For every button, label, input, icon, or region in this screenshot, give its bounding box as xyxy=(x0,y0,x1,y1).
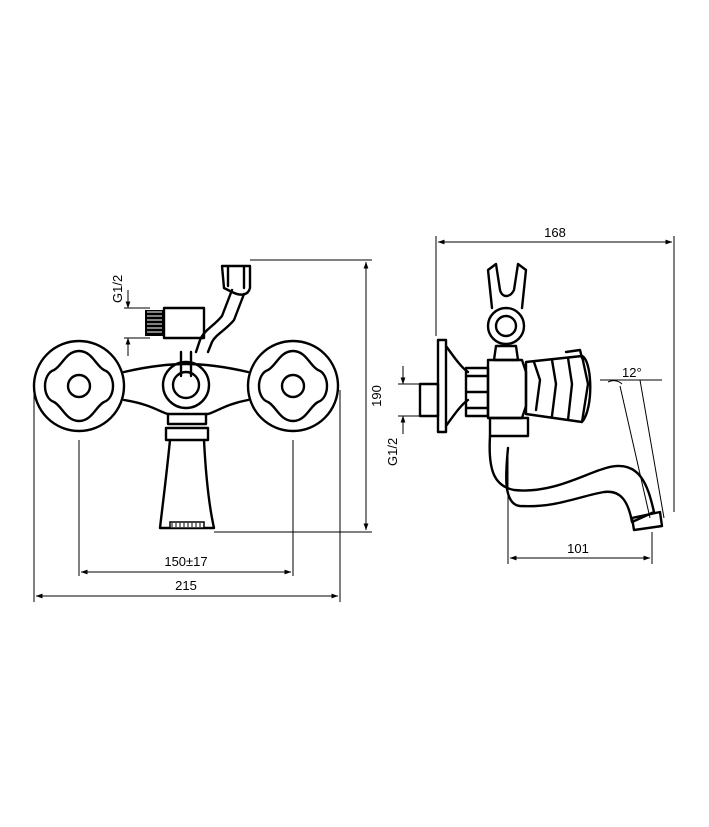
dim-side-thread: G1/2 xyxy=(385,366,420,466)
left-handle xyxy=(32,339,126,433)
front-spout xyxy=(158,412,216,530)
shower-holder xyxy=(486,262,528,362)
side-depth-label: 168 xyxy=(544,225,566,240)
dim-front-thread: G1/2 xyxy=(110,275,150,356)
front-thread-label: G1/2 xyxy=(110,275,125,303)
mixer-body xyxy=(122,362,250,416)
diverter-knob xyxy=(161,350,211,410)
side-spout xyxy=(488,416,664,532)
side-inlet-pipe xyxy=(418,382,440,418)
right-handle xyxy=(246,339,340,433)
thread xyxy=(145,310,164,336)
wall-flange xyxy=(436,338,470,434)
front-height-label: 190 xyxy=(369,385,384,407)
dim-side-depth: 168 xyxy=(435,225,675,512)
inlet-pipe xyxy=(162,306,206,340)
side-thread-label: G1/2 xyxy=(385,438,400,466)
hex-nut xyxy=(464,366,490,418)
front-width-label: 215 xyxy=(175,578,197,593)
hose-connector xyxy=(220,264,252,296)
dim-front-width: 215 xyxy=(33,390,341,602)
side-angle-label: 12° xyxy=(622,365,642,380)
side-body xyxy=(486,358,528,420)
front-centers-label: 150±17 xyxy=(164,554,207,569)
dim-front-centers: 150±17 xyxy=(78,440,294,576)
dim-side-angle: 12° xyxy=(600,365,665,519)
dim-side-spout: 101 xyxy=(507,450,653,564)
side-view: 168 G1/2 12° 101 xyxy=(385,225,675,564)
side-spout-label: 101 xyxy=(567,541,589,556)
shower-outlet-pipe xyxy=(194,288,246,354)
front-view: G1/2 190 150±17 215 xyxy=(32,259,384,602)
dim-front-height: 190 xyxy=(214,259,384,533)
side-handle xyxy=(524,354,592,424)
